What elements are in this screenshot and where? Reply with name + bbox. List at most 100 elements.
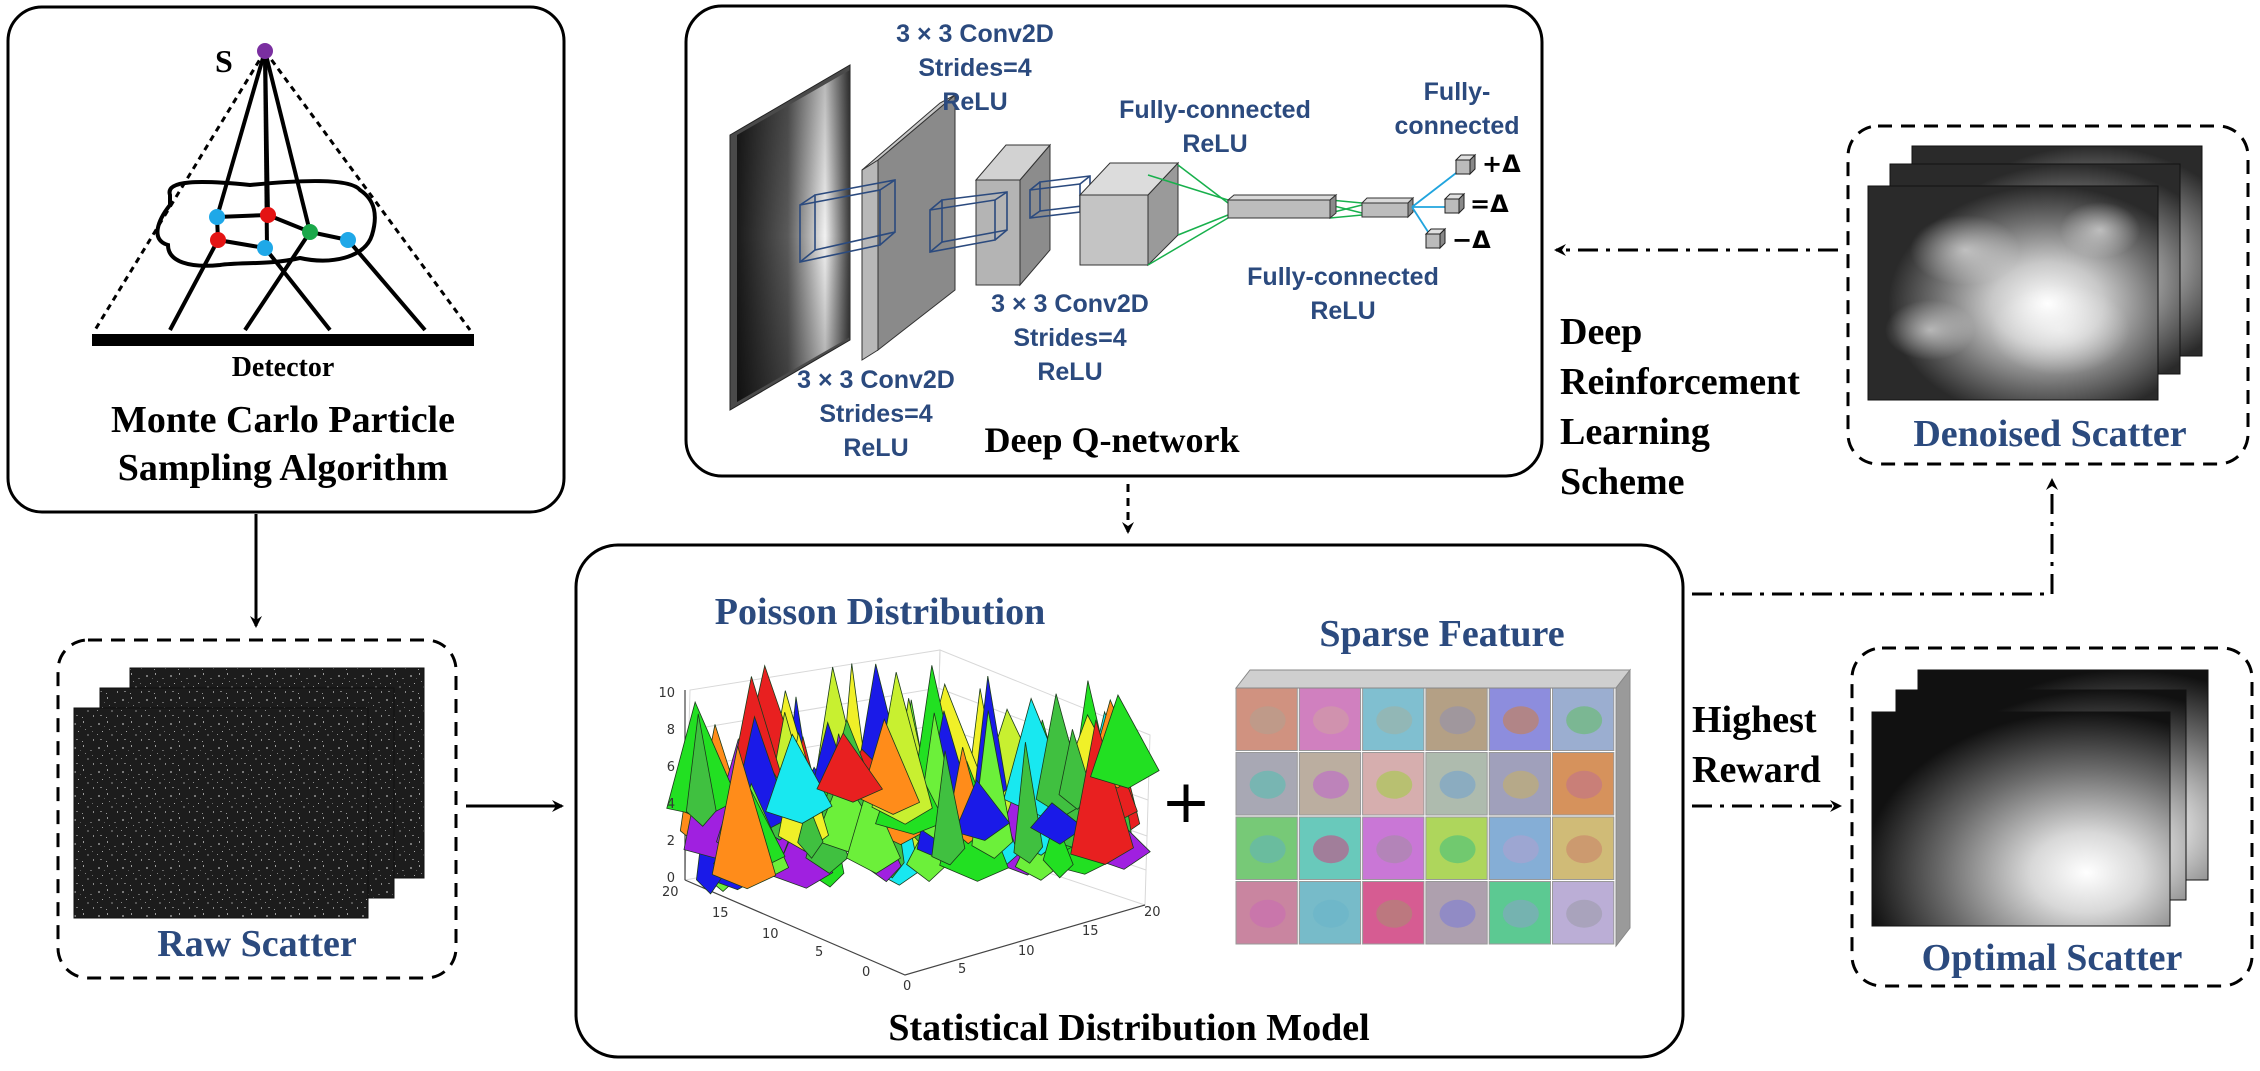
sparse-feature-blob: [1249, 899, 1286, 928]
particle-dot-blue: [340, 232, 356, 248]
surface-polygons: [666, 663, 1160, 895]
sparse-feature-blob: [1376, 770, 1413, 799]
connectors: [250, 244, 2058, 812]
sparse-feature-blob: [1439, 706, 1476, 735]
receptive-field-1: [799, 179, 896, 263]
poisson-title: Poisson Distribution: [715, 591, 1045, 633]
sparse-title: Sparse Feature: [1319, 613, 1564, 655]
sparse-feature-blob: [1439, 899, 1476, 928]
sparse-feature-blob: [1439, 770, 1476, 799]
sparse-feature-blob: [1566, 770, 1603, 799]
conv-layer-3: [1078, 161, 1180, 267]
plus-sign: +: [1161, 767, 1211, 837]
action-cube-plus: [1454, 153, 1477, 176]
sparse-feature-blob: [1439, 835, 1476, 864]
sparse-feature-blob: [1249, 706, 1286, 735]
optimal-frame-1: [1871, 711, 2171, 927]
y-tick: 0: [903, 979, 911, 994]
fc-top-line1: Fully-connected: [1119, 96, 1311, 124]
particle-dot-blue: [209, 209, 225, 225]
y-tick: 5: [958, 962, 966, 977]
z-tick: 6: [667, 760, 675, 775]
cone-right-edge: [263, 50, 472, 331]
input-image-layer: [729, 64, 851, 411]
particle-dot-green: [302, 224, 318, 240]
y-tick: 10: [1018, 944, 1035, 959]
sparse-feature-tiles: [1235, 687, 1615, 945]
fc-layer-1: [1226, 193, 1338, 220]
conv-bottom-left-line2: Strides=4: [819, 400, 932, 428]
sparse-feature-blob: [1502, 835, 1539, 864]
surface-facet: [765, 733, 833, 824]
action-cube-equal: [1443, 192, 1466, 215]
x-tick: 0: [862, 965, 870, 980]
drl-line2: Reinforcement: [1560, 361, 1800, 403]
dqn-title: Deep Q-network: [985, 420, 1240, 460]
surface-facet: [711, 745, 777, 890]
fc-bottom-line1: Fully-connected: [1247, 263, 1439, 291]
sparse-feature-blob: [1312, 770, 1349, 799]
optimal-scatter-panel: Optimal Scatter: [1850, 646, 2254, 988]
y-tick: 15: [1082, 924, 1099, 939]
receptive-field-2: [929, 191, 1008, 253]
sdm-title: Statistical Distribution Model: [888, 1007, 1369, 1049]
x-tick: 10: [762, 927, 779, 942]
monte-carlo-box: S Detector Monte Carlo Particle Sampling…: [6, 5, 566, 514]
surface-facet: [1090, 694, 1160, 789]
surface-facet: [846, 783, 901, 874]
particle-dot-red: [260, 207, 276, 223]
x-tick: 5: [815, 945, 823, 960]
surface-facet: [954, 779, 1011, 841]
sparse-feature-blob: [1566, 706, 1603, 735]
detector-bar: [92, 334, 474, 346]
optimal-scatter-label: Optimal Scatter: [1922, 937, 2183, 979]
fc-connections: [1147, 164, 1363, 266]
conv-bottom-left-line3: ReLU: [843, 434, 908, 462]
x-tick: 20: [662, 885, 679, 900]
sparse-feature-blob: [1312, 899, 1349, 928]
conv-top-line3: ReLU: [942, 88, 1007, 116]
highest-reward-line2: Reward: [1692, 749, 1821, 791]
conv-bottom-mid-line1: 3 × 3 Conv2D: [991, 290, 1149, 318]
particle-dot-blue: [257, 240, 273, 256]
raw-scatter-panel: Raw Scatter: [56, 638, 458, 980]
sparse-feature-blob: [1312, 706, 1349, 735]
source-label: S: [215, 43, 233, 79]
z-tick: 0: [667, 871, 675, 886]
action-cube-minus: [1424, 227, 1447, 250]
conv-bottom-left-line1: 3 × 3 Conv2D: [797, 366, 955, 394]
sparse-feature-cube: [1234, 668, 1632, 948]
z-tick: 2: [667, 834, 675, 849]
action-minus-delta: −Δ: [1452, 226, 1491, 254]
medium-outline: [155, 179, 377, 268]
fc-right-line1: Fully-: [1424, 78, 1491, 106]
sdm-box: Poisson Distribution Sparse Feature Stat…: [574, 543, 1685, 1059]
detector-label: Detector: [232, 352, 335, 383]
action-plus-delta: +Δ: [1482, 150, 1521, 178]
sparse-feature-blob: [1376, 706, 1413, 735]
highest-reward-line1: Highest: [1692, 699, 1817, 741]
sparse-feature-blob: [1249, 770, 1286, 799]
z-tick: 8: [667, 723, 675, 738]
fc-top-line2: ReLU: [1182, 130, 1247, 158]
conv-bottom-mid-line2: Strides=4: [1013, 324, 1126, 352]
fc-layer-2: [1360, 196, 1415, 219]
sparse-feature-blob: [1502, 706, 1539, 735]
raw-scatter-frame-1: [73, 707, 369, 919]
sparse-feature-blob: [1502, 899, 1539, 928]
highest-reward-label: Highest Reward: [1692, 699, 1821, 791]
y-tick: 20: [1144, 905, 1161, 920]
source-dot: [257, 43, 273, 59]
sparse-feature-blob: [1249, 835, 1286, 864]
sparse-feature-blob: [1376, 899, 1413, 928]
mc-title-line2: Sampling Algorithm: [118, 447, 448, 489]
conv-top-line1: 3 × 3 Conv2D: [896, 20, 1054, 48]
poisson-surface-plot: 0 2 4 6 8 10 20 15 10 5 0 0 5 10 15 20: [658, 649, 1161, 994]
denoised-frame-1: [1867, 185, 2159, 401]
surface-facet: [816, 732, 884, 803]
sparse-feature-blob: [1566, 835, 1603, 864]
drl-label: Deep Reinforcement Learning Scheme: [1560, 311, 1800, 503]
surface-facet: [1070, 719, 1134, 865]
fc-right-line2: connected: [1394, 112, 1519, 140]
